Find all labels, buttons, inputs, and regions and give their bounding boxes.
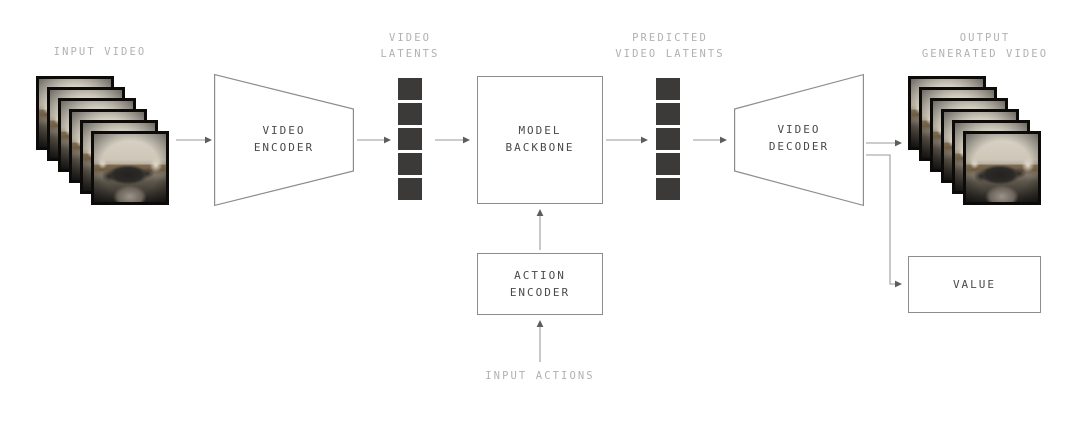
predicted-video-latents-stack xyxy=(656,78,680,200)
model-backbone-box xyxy=(477,76,603,204)
latent-cell xyxy=(398,153,422,175)
action-encoder-box xyxy=(477,253,603,315)
latent-cell xyxy=(656,128,680,150)
frame-thumbnail xyxy=(94,134,166,202)
latent-cell xyxy=(656,153,680,175)
arrowhead xyxy=(895,280,902,288)
latent-cell xyxy=(656,78,680,100)
latent-cell xyxy=(398,178,422,200)
action-encoder-label: ACTION ENCODER xyxy=(509,269,571,299)
arrowhead xyxy=(384,136,391,144)
video-latents-stack xyxy=(398,78,422,200)
video-decoder-label: VIDEO DECODER xyxy=(768,123,830,153)
arrowhead xyxy=(463,136,470,144)
video-frame xyxy=(963,131,1041,205)
value-box xyxy=(908,256,1041,313)
caption-output-generated-video: OUTPUT GENERATED VIDEO xyxy=(921,32,1049,60)
video-encoder-shape xyxy=(214,73,354,207)
caption-predicted-video-latents: PREDICTED VIDEO LATENTS xyxy=(615,32,725,60)
caption-input-video: INPUT VIDEO xyxy=(53,46,147,58)
video-encoder-label: VIDEO ENCODER xyxy=(253,124,315,154)
arrowhead xyxy=(536,209,544,216)
arrow-decoder-to-value xyxy=(866,154,895,285)
output-video-frame-stack xyxy=(908,76,1042,208)
latent-cell xyxy=(656,178,680,200)
caption-input-actions: INPUT ACTIONS xyxy=(485,370,595,382)
value-label: VALUE xyxy=(952,278,997,291)
arrowhead xyxy=(536,320,544,327)
arrowhead xyxy=(720,136,727,144)
latent-cell xyxy=(398,78,422,100)
frame-thumbnail xyxy=(966,134,1038,202)
arrowhead xyxy=(895,139,902,147)
latent-cell xyxy=(656,103,680,125)
video-frame xyxy=(91,131,169,205)
input-video-frame-stack xyxy=(36,76,170,208)
caption-video-latents: VIDEO LATENTS xyxy=(380,32,440,60)
latent-cell xyxy=(398,103,422,125)
arrowhead xyxy=(641,136,648,144)
arrowhead xyxy=(205,136,212,144)
video-decoder-shape xyxy=(734,73,864,207)
model-backbone-label: MODEL BACKBONE xyxy=(505,124,575,154)
latent-cell xyxy=(398,128,422,150)
